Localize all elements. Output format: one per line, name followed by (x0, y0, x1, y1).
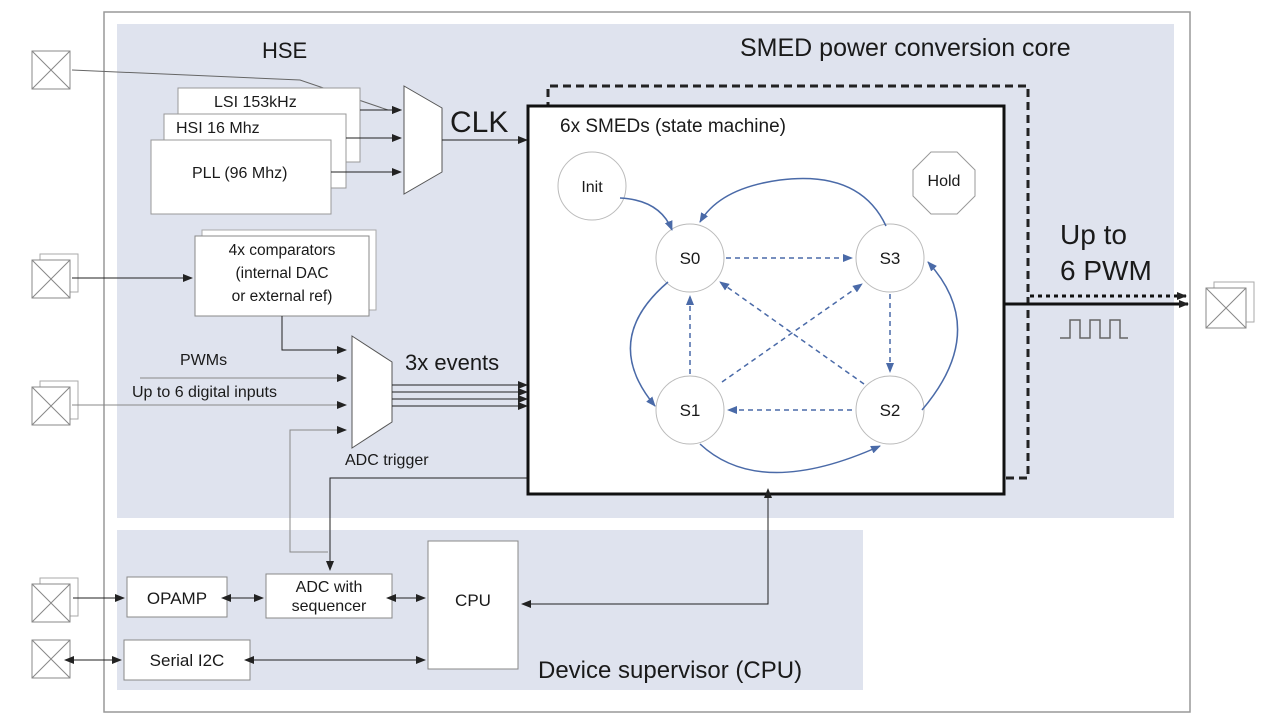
i2c-label: Serial I2C (150, 651, 225, 670)
digital-inputs-label: Up to 6 digital inputs (132, 384, 277, 401)
events-mux (351, 335, 393, 449)
s3-label: S3 (880, 249, 901, 268)
s0-label: S0 (680, 249, 701, 268)
pin-icon-opamp (31, 577, 79, 623)
opamp-label: OPAMP (147, 589, 207, 608)
events-label: 3x events (405, 350, 499, 375)
comparators-line-3: or external ref) (232, 288, 333, 305)
opamp-box (126, 576, 228, 618)
hold-label: Hold (928, 173, 961, 190)
pin-icon-hse (31, 50, 71, 90)
hse-label: HSE (262, 38, 307, 63)
supervisor-title: Device supervisor (CPU) (538, 657, 802, 684)
adc-box (265, 573, 393, 619)
state-transitions (619, 177, 959, 474)
pin-icon-pwm-out (1205, 281, 1255, 329)
pll-box (150, 139, 332, 215)
output-line-2: 6 PWM (1060, 255, 1152, 286)
state-s3 (855, 223, 925, 293)
pin-icon-digital (31, 380, 79, 426)
init-state (557, 151, 627, 221)
adc-trigger-label: ADC trigger (345, 452, 429, 469)
pwm-waveform-icon (1060, 319, 1128, 339)
hold-state (912, 151, 976, 215)
cpu-label: CPU (455, 591, 491, 610)
adc-line-2: sequencer (292, 598, 367, 615)
pwms-label: PWMs (180, 352, 227, 369)
state-s1 (655, 375, 725, 445)
state-s0 (655, 223, 725, 293)
comparators-line-1: 4x comparators (229, 242, 336, 259)
clk-label: CLK (450, 106, 508, 139)
s2-label: S2 (880, 401, 901, 420)
s1-label: S1 (680, 401, 701, 420)
pin-icon-comparators (31, 253, 79, 299)
core-title: SMED power conversion core (740, 34, 1071, 62)
lsi-label: LSI 153kHz (214, 94, 297, 111)
adc-line-1: ADC with (296, 579, 363, 596)
init-label: Init (581, 179, 603, 196)
clock-mux (403, 85, 443, 195)
pll-label: PLL (96 Mhz) (192, 165, 287, 182)
hsi-label: HSI 16 Mhz (176, 120, 260, 137)
smed-title: 6x SMEDs (state machine) (560, 116, 786, 137)
comparators-box (194, 235, 370, 317)
pin-icon-i2c (31, 639, 71, 679)
output-line-1: Up to (1060, 219, 1127, 250)
cpu-box (427, 540, 519, 670)
state-s2 (855, 375, 925, 445)
comparators-line-2: (internal DAC (235, 265, 328, 282)
